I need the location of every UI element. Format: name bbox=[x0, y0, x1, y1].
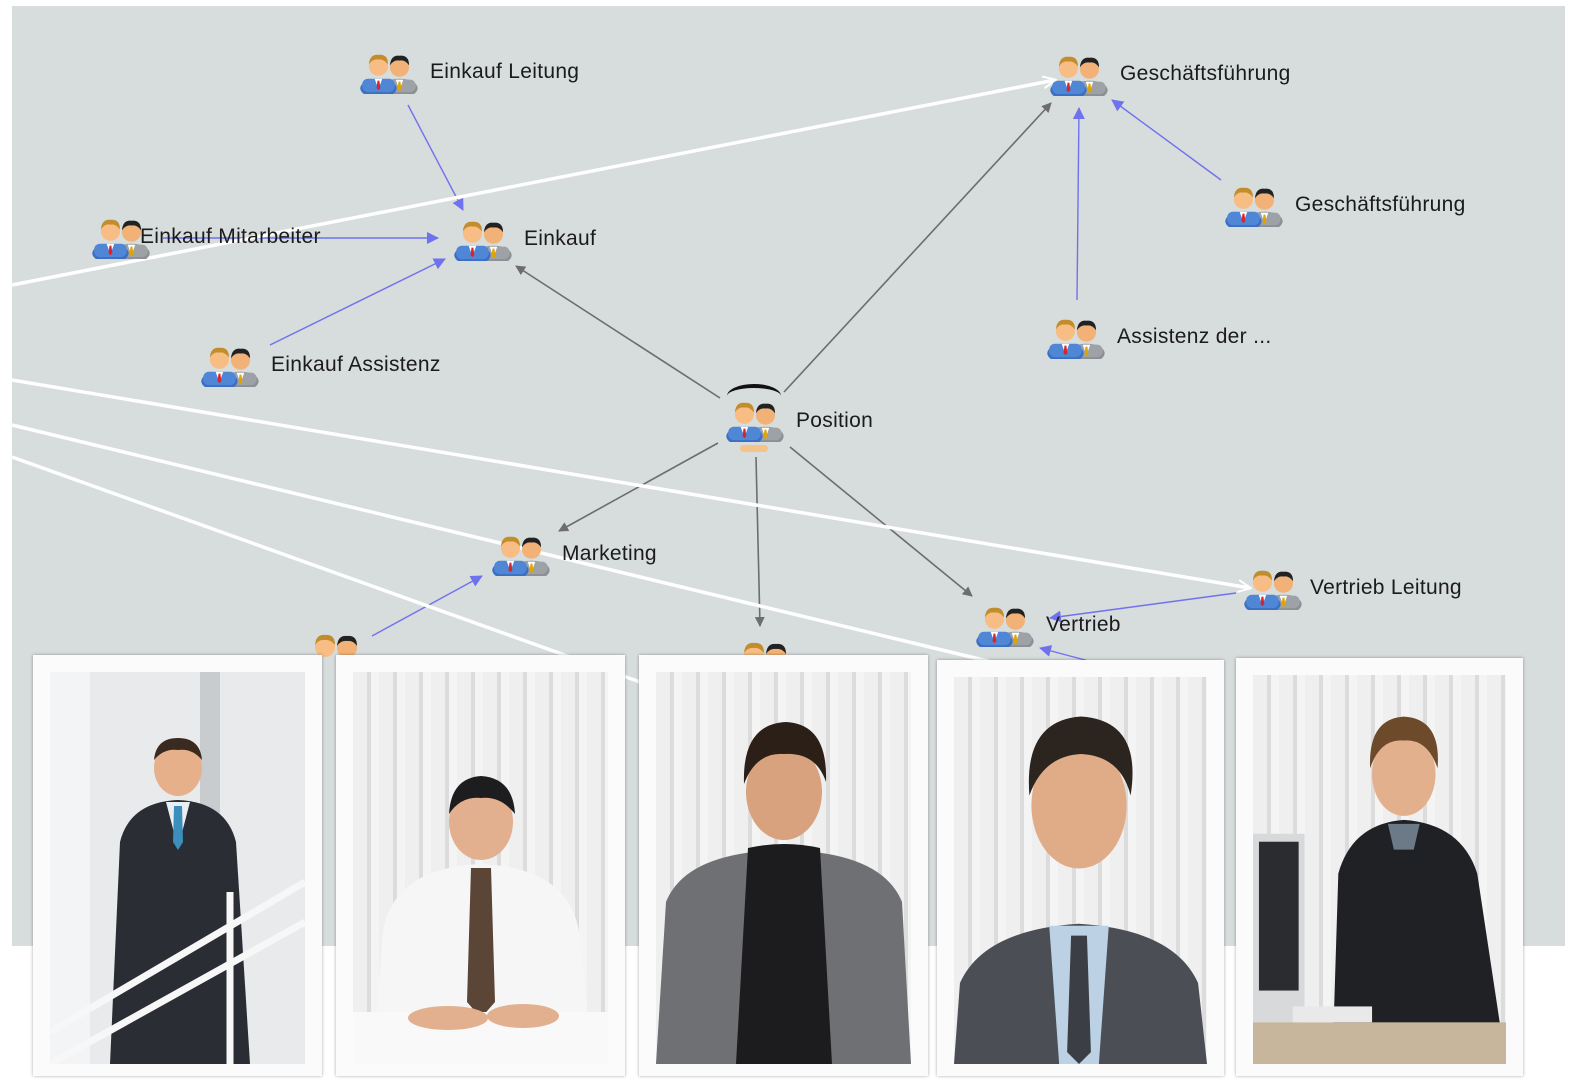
people-icon bbox=[201, 347, 259, 387]
edge-highlight-geschaeftsfuehrung bbox=[11, 80, 1055, 287]
node-position[interactable]: Position bbox=[722, 384, 874, 452]
edge-position-einkauf bbox=[515, 265, 721, 399]
edge-einkauf-assistenz-einkauf bbox=[269, 258, 446, 346]
node-label: Geschäftsführung bbox=[1295, 193, 1466, 216]
edge-highlight-down bbox=[11, 455, 641, 684]
people-icon bbox=[454, 221, 512, 261]
portrait-image bbox=[1253, 675, 1506, 1064]
node-label: Einkauf Mitarbeiter bbox=[140, 225, 321, 248]
people-icon bbox=[976, 607, 1034, 647]
person-photo[interactable] bbox=[639, 655, 928, 1076]
edge-einkauf-leitung-einkauf bbox=[407, 104, 464, 211]
node-einkauf-mitarbeiter[interactable]: Einkauf Mitarbeiter bbox=[88, 215, 321, 259]
people-icon bbox=[492, 536, 550, 576]
edge-position-geschaeftsfuehrung bbox=[783, 102, 1052, 393]
node-vertrieb[interactable]: Vertrieb bbox=[972, 603, 1121, 647]
node-assistenz-der[interactable]: Assistenz der ... bbox=[1043, 315, 1272, 359]
node-label: Position bbox=[796, 409, 874, 432]
node-geschaeftsfuehrung[interactable]: Geschäftsführung bbox=[1046, 52, 1291, 96]
node-einkauf-assistenz[interactable]: Einkauf Assistenz bbox=[197, 343, 441, 387]
portrait-image bbox=[656, 672, 911, 1064]
node-label: Assistenz der ... bbox=[1117, 325, 1272, 348]
node-label: Marketing bbox=[562, 542, 657, 565]
edge-position-vertrieb bbox=[789, 446, 973, 597]
selected-node-marker bbox=[722, 384, 786, 452]
node-label: Einkauf bbox=[524, 227, 597, 250]
edge-vertrieb-leitung-vertrieb bbox=[1049, 592, 1237, 623]
person-photo[interactable] bbox=[33, 655, 322, 1076]
node-marketing[interactable]: Marketing bbox=[488, 532, 657, 576]
selection-arc bbox=[727, 384, 781, 408]
node-einkauf[interactable]: Einkauf bbox=[450, 217, 596, 261]
node-einkauf-leitung[interactable]: Einkauf Leitung bbox=[356, 50, 579, 94]
people-icon bbox=[360, 54, 418, 94]
people-icon bbox=[1225, 187, 1283, 227]
node-label: Vertrieb bbox=[1046, 613, 1121, 636]
edge-highlight-vertrieb-leitung bbox=[11, 378, 1250, 588]
selection-bar bbox=[740, 445, 768, 452]
node-label: Geschäftsführung bbox=[1120, 62, 1291, 85]
edge-position-down bbox=[754, 456, 765, 627]
person-photo[interactable] bbox=[937, 660, 1224, 1076]
edge-geschaeftsfuehrung2-geschaeftsfuehrung bbox=[1111, 99, 1222, 181]
person-photo[interactable] bbox=[336, 655, 625, 1076]
edge-assistenz-geschaeftsfuehrung bbox=[1072, 107, 1085, 301]
portrait-image bbox=[954, 677, 1207, 1064]
people-icon bbox=[1050, 56, 1108, 96]
node-label: Einkauf Assistenz bbox=[271, 353, 441, 376]
portrait-image bbox=[50, 672, 305, 1064]
person-photo[interactable] bbox=[1236, 658, 1523, 1076]
node-vertrieb-leitung[interactable]: Vertrieb Leitung bbox=[1240, 566, 1462, 610]
node-geschaeftsfuehrung-2[interactable]: Geschäftsführung bbox=[1221, 183, 1466, 227]
node-label: Einkauf Leitung bbox=[430, 60, 580, 83]
people-icon bbox=[1047, 319, 1105, 359]
people-icon bbox=[1244, 570, 1302, 610]
portrait-image bbox=[353, 672, 608, 1064]
node-label: Vertrieb Leitung bbox=[1310, 576, 1462, 599]
